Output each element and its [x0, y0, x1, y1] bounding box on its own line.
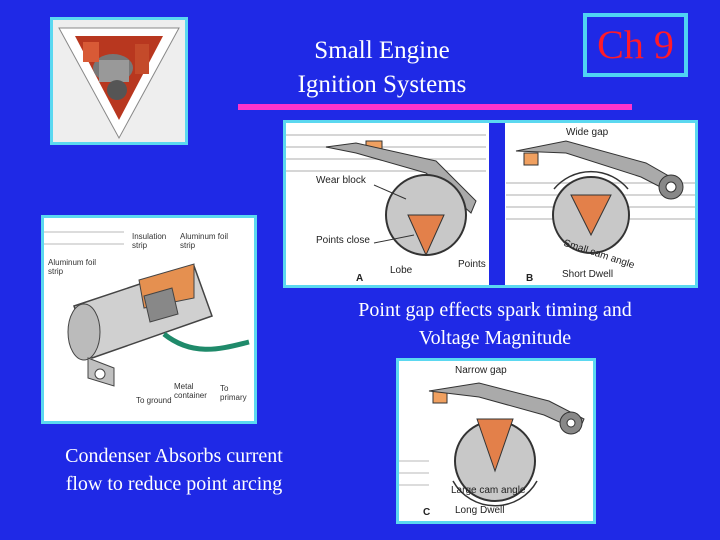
title-line-2: Ignition Systems	[297, 71, 467, 98]
points-c-art	[399, 382, 585, 507]
condenser-caption-line-2: flow to reduce point arcing	[65, 473, 283, 495]
title-line-1: Small Engine	[314, 37, 450, 64]
label-points: Points	[458, 259, 486, 270]
label-metal-container: Metal container	[174, 382, 207, 400]
label-long-dwell: Long Dwell	[455, 505, 505, 516]
chapter-badge: Ch 9	[583, 13, 688, 77]
label-short-dwell: Short Dwell	[562, 269, 614, 280]
points-ab-art	[286, 123, 695, 285]
condenser-figure: Insulation strip Aluminum foil strip Alu…	[41, 215, 257, 424]
points-ab-figure: Wear block Points close Lobe Points A Wi…	[283, 120, 698, 288]
point-gap-caption-line-1: Point gap effects spark timing and	[358, 299, 632, 321]
label-insulation-strip: Insulation strip	[132, 232, 167, 250]
label-aluminum-foil-strip-right: Aluminum foil strip	[180, 232, 229, 250]
point-gap-caption: Point gap effects spark timing and Volta…	[300, 296, 690, 352]
accent-divider	[238, 104, 632, 110]
points-c-figure: Narrow gap Large cam angle Long Dwell C	[396, 358, 596, 524]
label-wide-gap: Wide gap	[566, 127, 609, 138]
condenser-caption: Condenser Absorbs current flow to reduce…	[24, 442, 324, 498]
label-large-cam-angle: Large cam angle	[451, 485, 526, 496]
label-panel-a: A	[356, 273, 364, 284]
label-panel-b: B	[526, 273, 534, 284]
label-to-primary: To primary	[220, 384, 247, 402]
label-aluminum-foil-strip-left: Aluminum foil strip	[48, 258, 97, 276]
engine-photo	[50, 17, 188, 145]
engine-photo-art	[53, 20, 185, 142]
slide-title: Small Engine Ignition Systems	[262, 34, 502, 102]
condenser-art	[44, 231, 250, 387]
label-wear-block: Wear block	[316, 175, 366, 186]
condenser-caption-line-1: Condenser Absorbs current	[65, 445, 283, 467]
label-lobe: Lobe	[390, 265, 413, 276]
label-to-ground: To ground	[136, 396, 172, 405]
label-points-close: Points close	[316, 235, 370, 246]
point-gap-caption-line-2: Voltage Magnitude	[418, 327, 572, 349]
label-narrow-gap: Narrow gap	[455, 365, 507, 376]
label-panel-c: C	[423, 507, 431, 518]
